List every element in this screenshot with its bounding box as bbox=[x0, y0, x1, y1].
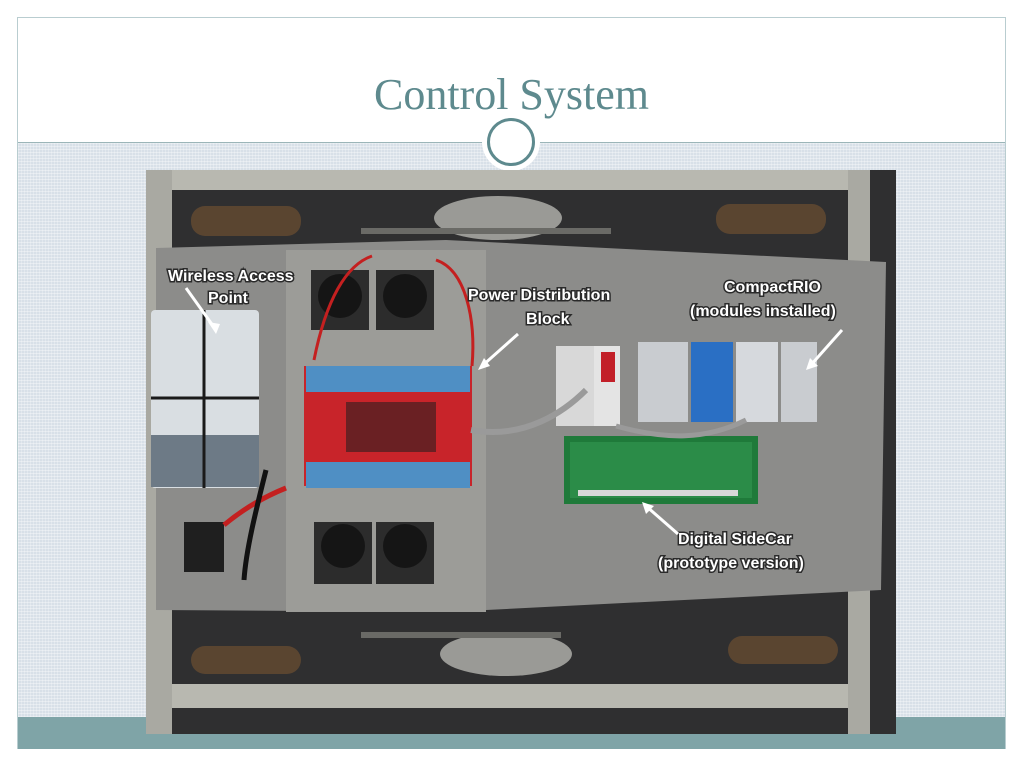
label-power-line1: Power Distribution bbox=[468, 287, 610, 304]
drive-chain-bottom bbox=[361, 632, 561, 638]
slide-title: Control System bbox=[373, 70, 650, 119]
arrow-crio bbox=[808, 329, 844, 367]
label-compactrio: CompactRIO (modules installed) bbox=[689, 278, 844, 370]
label-wireless-line2: Point bbox=[208, 290, 249, 307]
robot-control-system-photo: Wireless Access Point Power Distribution… bbox=[146, 170, 896, 734]
label-crio-line2: (modules installed) bbox=[690, 303, 836, 320]
omni-wheel-bottom-right bbox=[728, 636, 838, 664]
circuit-breaker bbox=[184, 522, 224, 572]
terminal-strip-bottom bbox=[306, 462, 470, 488]
label-crio-line1: CompactRIO bbox=[724, 279, 821, 296]
black-power-wire bbox=[241, 469, 269, 581]
compactrio-module-2 bbox=[691, 342, 733, 422]
label-digital-sidecar: Digital SideCar (prototype version) bbox=[642, 502, 805, 574]
arrow-power bbox=[481, 332, 519, 368]
fan-4 bbox=[383, 524, 427, 568]
center-wheel-bottom bbox=[440, 632, 572, 676]
terminal-strip-top bbox=[306, 366, 470, 392]
label-wireless-line1: Wireless Access bbox=[168, 268, 294, 285]
fan-3 bbox=[321, 524, 365, 568]
omni-wheel-top-right bbox=[716, 204, 826, 234]
compactrio-module-1 bbox=[638, 342, 688, 422]
compactrio-module-4 bbox=[781, 342, 817, 422]
label-wireless-access-point: Wireless Access Point bbox=[167, 267, 295, 334]
label-power-distribution-block: Power Distribution Block bbox=[467, 286, 612, 370]
top-rail bbox=[166, 170, 856, 190]
omni-wheel-top-left bbox=[191, 206, 301, 236]
label-power-line2: Block bbox=[526, 311, 570, 328]
ribbon-cable bbox=[470, 387, 589, 435]
fan-1 bbox=[318, 274, 362, 318]
arrow-sidecar bbox=[645, 504, 679, 536]
bottom-rail bbox=[166, 684, 856, 708]
fan-2 bbox=[383, 274, 427, 318]
divider-ornament-circle bbox=[487, 118, 535, 166]
red-power-wire bbox=[222, 485, 287, 527]
compactrio-module-3 bbox=[736, 342, 778, 422]
label-sidecar-line2: (prototype version) bbox=[658, 555, 804, 572]
omni-wheel-bottom-left bbox=[191, 646, 301, 674]
label-sidecar-line1: Digital SideCar bbox=[678, 531, 792, 548]
drive-chain-top bbox=[361, 228, 611, 234]
